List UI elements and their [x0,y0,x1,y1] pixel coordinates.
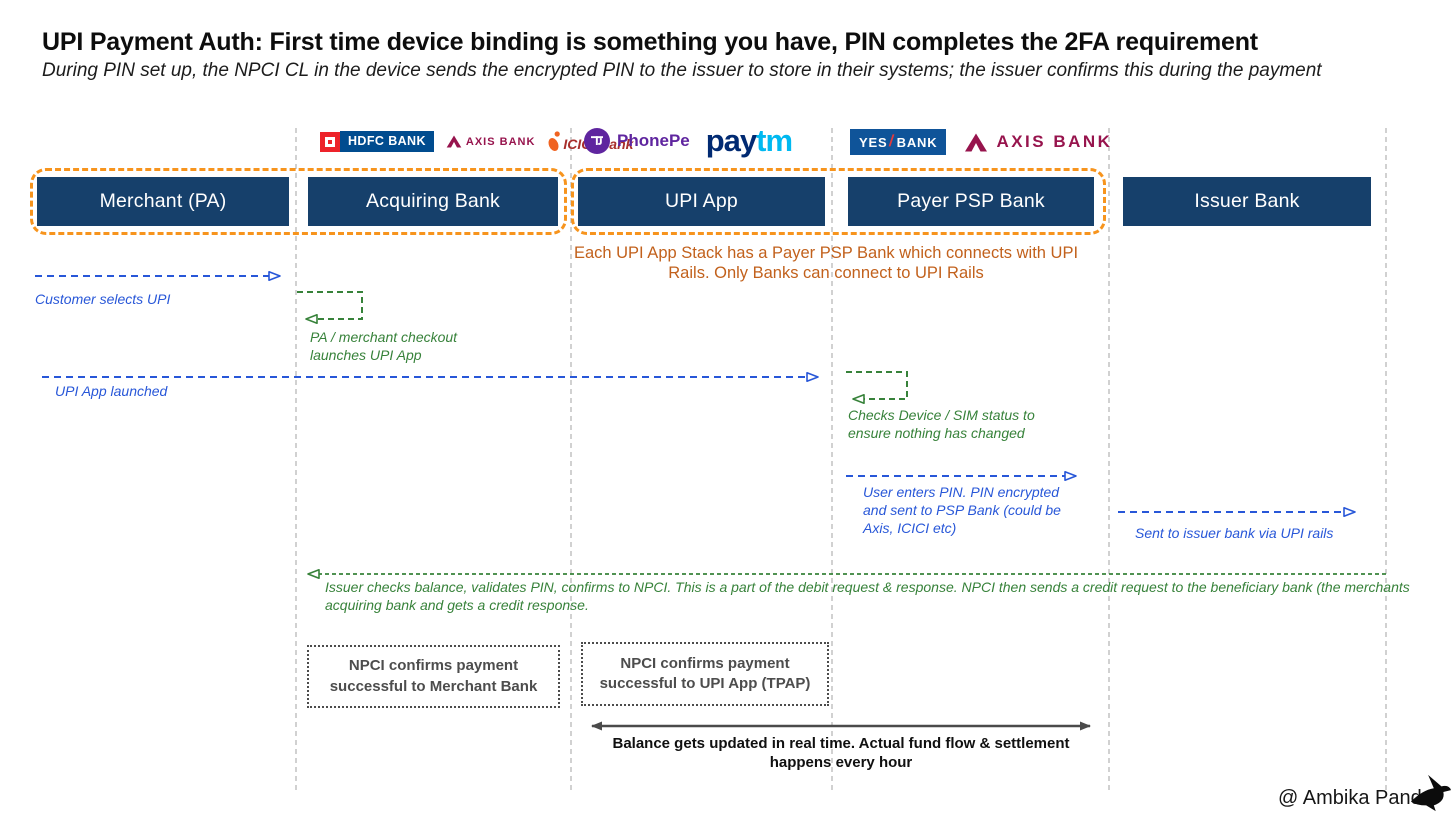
hdfc-bank-logo: HDFC BANK [320,131,434,152]
lane-payer-psp-bank: Payer PSP Bank [848,177,1094,226]
lane-merchant-pa: Merchant (PA) [37,177,289,226]
axis-bank-logo-small: AXIS BANK [446,134,536,149]
paytm-logo: paytm [705,123,793,158]
yes-bank-logo-text-bank: BANK [896,134,938,150]
axis-logo-icon [446,135,462,148]
lane-issuer-bank: Issuer Bank [1123,177,1371,226]
payer-psp-bank-logos: YES / BANK AXIS BANK [850,129,1112,155]
arrow-self-pa-checkout [297,291,363,324]
page-subtitle: During PIN set up, the NPCI CL in the de… [42,60,1322,81]
label-customer-selects-upi: Customer selects UPI [35,291,171,307]
bird-icon [1410,774,1451,812]
label-issuer-checks: Issuer checks balance, validates PIN, co… [325,579,1410,613]
arrow-self-checks-device [846,371,908,404]
lane-acquiring-bank: Acquiring Bank [308,177,558,226]
note-npci-confirms-upiapp: NPCI confirms payment successful to UPI … [581,642,829,706]
yes-bank-logo-text-yes: YES [859,134,888,150]
group-note: Each UPI App Stack has a Payer PSP Bank … [573,244,1079,283]
label-pa-checkout: PA / merchant checkout launches UPI App [310,329,458,363]
label-checks-device: Checks Device / SIM status to ensure not… [848,407,1035,441]
label-user-enters-pin: User enters PIN. PIN encrypted and sent … [863,484,1061,536]
label-upi-app-launched: UPI App launched [55,383,168,399]
hdfc-logo-text: HDFC BANK [340,131,434,152]
label-sent-to-issuer: Sent to issuer bank via UPI rails [1135,525,1334,541]
axis-logo-text: AXIS BANK [996,132,1113,151]
axis-bank-logo-large: AXIS BANK [964,132,1112,153]
page-title: UPI Payment Auth: First time device bind… [42,28,1258,56]
phonepe-logo-text: PhonePe [617,130,690,150]
yes-bank-logo: YES / BANK [850,129,947,155]
paytm-logo-text-tm: tm [756,123,793,158]
yes-bank-slash-icon: / [888,133,896,150]
note-npci-confirms-merchant: NPCI confirms payment successful to Merc… [307,645,560,708]
lane-upi-app: UPI App [578,177,825,226]
upi-app-logos: PhonePe paytm [584,123,793,158]
phonepe-logo: PhonePe [584,127,690,154]
hdfc-logo-icon [320,131,340,152]
group-merchant-acquiring [30,168,567,235]
axis-logo-text: AXIS BANK [465,135,536,148]
axis-logo-icon [965,133,988,151]
phonepe-logo-icon [584,127,610,154]
acquiring-bank-logos: HDFC BANK AXIS BANK ICICI Bank [320,131,633,152]
label-balance-settlement: Balance gets updated in real time. Actua… [612,735,1070,771]
group-upiapp-psp [571,168,1106,235]
icici-logo-icon [548,131,561,152]
author-credit: @ Ambika Pande [1278,787,1433,809]
paytm-logo-text-pay: pay [705,123,757,158]
